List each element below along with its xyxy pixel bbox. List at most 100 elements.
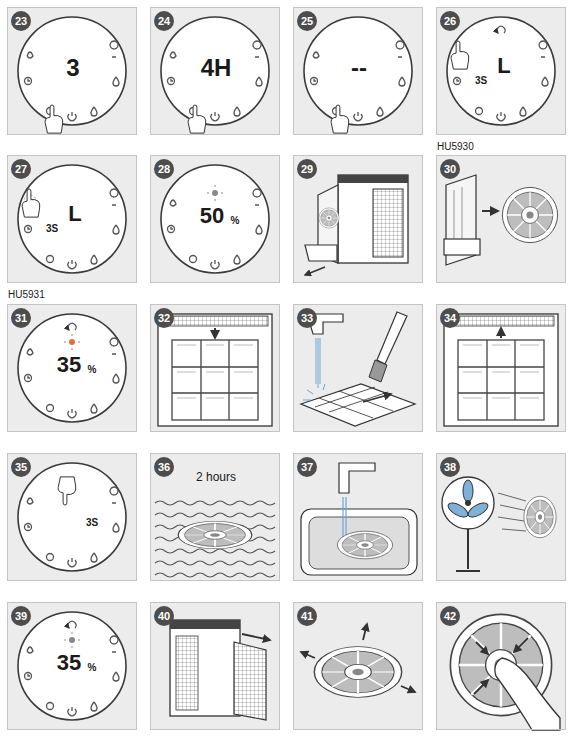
illustration-part xyxy=(150,7,280,135)
display-text: 35 xyxy=(57,353,81,377)
illustration-part xyxy=(305,245,337,261)
illustration-part xyxy=(18,17,126,125)
illustration-part xyxy=(304,17,412,125)
panel-art xyxy=(436,155,566,283)
display-text: 35 xyxy=(57,651,81,675)
illustration-part xyxy=(301,509,417,575)
panel-art xyxy=(293,155,423,283)
step-panel: 30 xyxy=(436,155,566,283)
illustration-part xyxy=(444,314,558,426)
step-number: 29 xyxy=(297,159,317,179)
panel-art xyxy=(293,453,423,581)
illustration-part xyxy=(319,208,339,228)
panel-art xyxy=(436,7,566,135)
illustration-part xyxy=(495,658,560,730)
illustration-part xyxy=(64,334,80,350)
illustration-part xyxy=(482,210,498,212)
step-panel: 26L3SHU5930 xyxy=(436,7,566,135)
illustration-part xyxy=(188,105,206,133)
step-number: 31 xyxy=(11,308,31,328)
illustration-part xyxy=(315,387,393,418)
illustration-part xyxy=(176,636,198,710)
step-panel: 34 xyxy=(436,304,566,432)
step-number: 24 xyxy=(154,11,174,31)
illustration-part xyxy=(58,477,76,505)
illustration-part xyxy=(343,497,346,537)
step-panel: 362 hours xyxy=(150,453,280,581)
step-panel: 353S xyxy=(7,453,137,581)
illustration-part xyxy=(436,602,566,730)
step-panel: 37 xyxy=(293,453,423,581)
display-text: % xyxy=(88,364,97,375)
illustration-part xyxy=(436,453,566,581)
display-text: % xyxy=(231,215,240,226)
illustration-part xyxy=(309,517,409,569)
illustration-part xyxy=(158,314,272,426)
illustration-part xyxy=(155,573,275,577)
illustration-part xyxy=(172,340,258,420)
illustration-part xyxy=(502,187,557,242)
illustration-part xyxy=(474,680,488,694)
panel-art xyxy=(7,7,137,135)
illustration-part xyxy=(456,529,480,571)
illustration-part xyxy=(68,621,76,628)
illustration-part xyxy=(7,453,137,581)
illustration-part xyxy=(458,340,544,420)
panel-art xyxy=(293,602,423,730)
illustration-part xyxy=(303,384,325,400)
illustration-part xyxy=(214,328,216,338)
step-number: 42 xyxy=(440,606,460,626)
step-panel: 27L3SHU5931 xyxy=(7,155,137,283)
illustration-part xyxy=(293,155,423,283)
illustration-part xyxy=(155,549,275,553)
step-number: 25 xyxy=(297,11,317,31)
step-number: 26 xyxy=(440,11,460,31)
illustration-part xyxy=(514,638,528,652)
illustration-part xyxy=(18,165,126,273)
display-text: 3S xyxy=(46,223,58,234)
illustration-part xyxy=(338,175,408,183)
illustration-part xyxy=(448,316,554,326)
illustration-part xyxy=(162,316,268,326)
step-number: 34 xyxy=(440,308,460,328)
illustration-part xyxy=(316,338,320,388)
illustration-part xyxy=(442,477,494,529)
step-panel: 42 xyxy=(436,602,566,730)
illustration-part xyxy=(155,501,275,577)
illustration-part xyxy=(363,624,367,640)
illustration-part xyxy=(497,26,505,33)
illustration-part xyxy=(373,189,403,257)
illustration-part xyxy=(463,480,473,502)
step-number: 23 xyxy=(11,11,31,31)
illustration-part xyxy=(293,602,423,730)
panel-art xyxy=(7,304,137,432)
panel-art xyxy=(293,7,423,135)
illustration-part xyxy=(498,493,528,531)
illustration-part xyxy=(150,602,280,730)
illustration-part xyxy=(68,323,76,330)
illustration-part xyxy=(155,561,275,565)
illustration-part xyxy=(212,190,218,196)
illustration-part xyxy=(466,500,490,520)
display-text: L xyxy=(68,202,81,226)
illustration-part xyxy=(338,175,408,263)
illustration-part xyxy=(64,632,80,648)
display-text: 3S xyxy=(475,75,487,86)
illustration-part xyxy=(524,496,556,537)
step-number: 28 xyxy=(154,159,174,179)
step-panel: 40 xyxy=(150,602,280,730)
illustration-part xyxy=(69,637,75,643)
illustration-part xyxy=(465,500,471,506)
illustration-part xyxy=(401,686,415,692)
step-number: 40 xyxy=(154,606,174,626)
illustration-part xyxy=(305,267,325,275)
step-panel: 31 35% xyxy=(7,304,137,432)
illustration-part xyxy=(150,453,280,581)
panel-art xyxy=(150,155,280,283)
display-text: 3S xyxy=(86,517,98,528)
illustration-part xyxy=(476,642,488,654)
display-text: 2 hours xyxy=(196,471,236,484)
illustration-part xyxy=(69,339,75,345)
display-text: % xyxy=(88,662,97,673)
